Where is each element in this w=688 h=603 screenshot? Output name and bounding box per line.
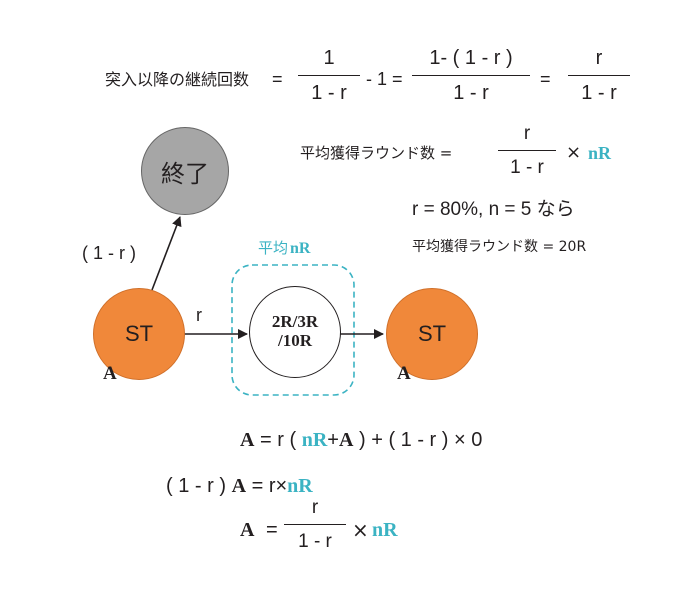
end-node-label: 終了 [161,159,209,188]
formula1-minus-one: - 1 = [366,69,403,89]
next-st-node-variable: A [397,363,411,384]
fraction-denominator: 1 - r [453,82,489,105]
derivation-line-1: A = r ( nR+A ) + ( 1 - r ) × 0 [240,430,482,450]
formula2-label: 平均獲得ラウンド数 = [300,144,453,162]
fraction-numerator: 1 [323,47,335,69]
average-box-label-nR: nR [290,240,311,257]
fraction-bar [568,75,630,77]
formula1-fraction-1: 1 1 - r [298,48,360,103]
formula1-eq: = [272,69,283,89]
fraction-numerator: r [311,497,319,518]
next-st-node: ST [386,288,478,380]
variable-nR: nR [301,429,328,451]
fraction-bar [412,75,530,77]
fraction-denominator: 1 - r [298,531,332,553]
derivation-line-2: ( 1 - r ) A = r×nR [166,476,313,496]
fraction-numerator: r [523,123,531,144]
derivation-line-3-fraction: r 1 - r [284,498,346,551]
end-edge-label: ( 1 - r ) [82,243,136,263]
fraction-denominator: 1 - r [510,157,544,179]
derivation-text: ) + ( 1 - r ) × 0 [358,429,483,451]
fraction-bar [284,524,346,526]
formula2-times: × [566,142,582,163]
arrow-to-end [151,216,182,291]
formula2-nR: nR [588,143,612,163]
st-node-label: ST [124,321,154,346]
end-node: 終了 [141,127,229,215]
example-condition: r = 80%, n = 5 なら [412,199,575,220]
fraction-denominator: 1 - r [311,82,347,105]
formula1-label: 突入以降の継続回数 [105,70,250,89]
example-result: 平均獲得ラウンド数 = 20R [412,239,587,255]
formula1-eq-2: = [540,69,551,89]
formula1-fraction-3: r 1 - r [568,48,630,103]
average-box-label-prefix: 平均 [258,239,289,257]
variable-nR: nR [287,475,313,497]
st-node: ST [93,288,185,380]
average-group-box [231,264,355,396]
round-node-line1: 2R/3R [271,312,319,332]
derivation-text: = r ( [260,429,297,451]
continue-edge-label: r [196,305,202,325]
round-node-line2: /10R [278,331,312,350]
next-st-node-label: ST [417,321,447,346]
variable-A: A [231,475,247,497]
formula1-fraction-2: 1- ( 1 - r ) 1 - r [412,48,530,103]
st-node-variable: A [103,363,117,384]
round-node: 2R/3R /10R [249,286,341,378]
derivation-line-3-nR: nR [372,519,398,541]
derivation-text: ( 1 - r ) [166,475,226,497]
derivation-line-3-A: A [240,519,255,541]
derivation-text: = r× [251,475,288,497]
fraction-bar [498,150,556,152]
variable-A: A [338,429,354,451]
formula2-fraction: r 1 - r [498,124,556,177]
derivation-line-3-eq: = [266,519,278,541]
fraction-numerator: 1- ( 1 - r ) [429,47,513,69]
derivation-line-3-times: × [352,518,369,542]
fraction-bar [298,75,360,77]
fraction-denominator: 1 - r [581,82,617,105]
derivation-plus: + [327,429,339,451]
fraction-numerator: r [595,47,603,69]
variable-A: A [240,429,255,451]
